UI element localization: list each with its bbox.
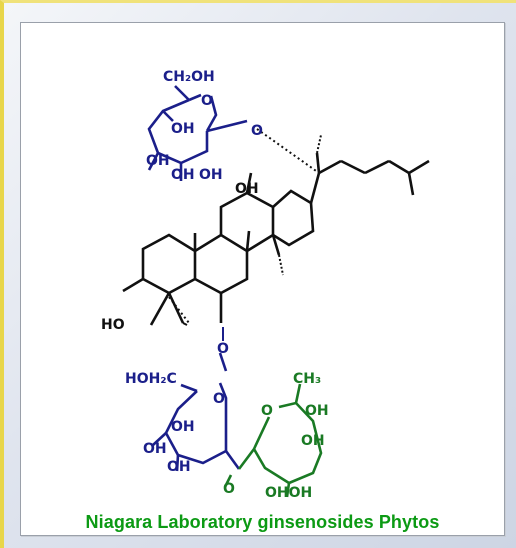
label-hoh2c: HOH₂C <box>125 371 177 387</box>
label-ohoh: OHOH <box>265 485 312 501</box>
steroid-skeleton <box>122 152 430 326</box>
label-ho-steroid: HO <box>101 317 125 333</box>
label-ring-o-top: O <box>201 93 213 109</box>
molecule-panel: CH₂OH O O OH OH OH OH OH HO O HOH₂C O OH… <box>20 22 505 536</box>
label-oh-4: OH <box>199 167 223 183</box>
caption: Niagara Laboratory ginsenosides Phytos <box>85 512 440 532</box>
label-ch3: CH₃ <box>293 371 321 387</box>
label-oh-1: OH <box>171 121 195 137</box>
label-oh-6: OH <box>143 441 167 457</box>
ginsenoside-structure-diagram: CH₂OH O O OH OH OH OH OH HO O HOH₂C O OH… <box>101 69 430 501</box>
rhamnose-ring <box>223 383 323 498</box>
label-oh-2: OH <box>146 153 170 169</box>
hashed-bonds <box>168 128 322 341</box>
label-oh-5: OH <box>171 419 195 435</box>
label-ring-o-rhamnose: O <box>261 403 273 419</box>
label-ring-o-bottom: O <box>213 391 225 407</box>
label-oh-3: OH <box>171 167 195 183</box>
label-glycosidic-o-bottom: O <box>217 341 229 357</box>
top-glucose-ring <box>147 85 248 181</box>
atom-labels: CH₂OH O O OH OH OH OH OH HO O HOH₂C O OH… <box>101 69 329 501</box>
label-oh-8: OH <box>305 403 329 419</box>
bottom-glucose-ring <box>152 352 241 472</box>
label-glycosidic-o-rhamnose: O <box>223 481 235 497</box>
label-oh-steroid: OH <box>235 181 259 197</box>
label-oh-9: OH <box>301 433 325 449</box>
label-ch2oh-top: CH₂OH <box>163 69 215 85</box>
label-glycosidic-o-top: O <box>251 123 263 139</box>
label-oh-7: OH <box>167 459 191 475</box>
